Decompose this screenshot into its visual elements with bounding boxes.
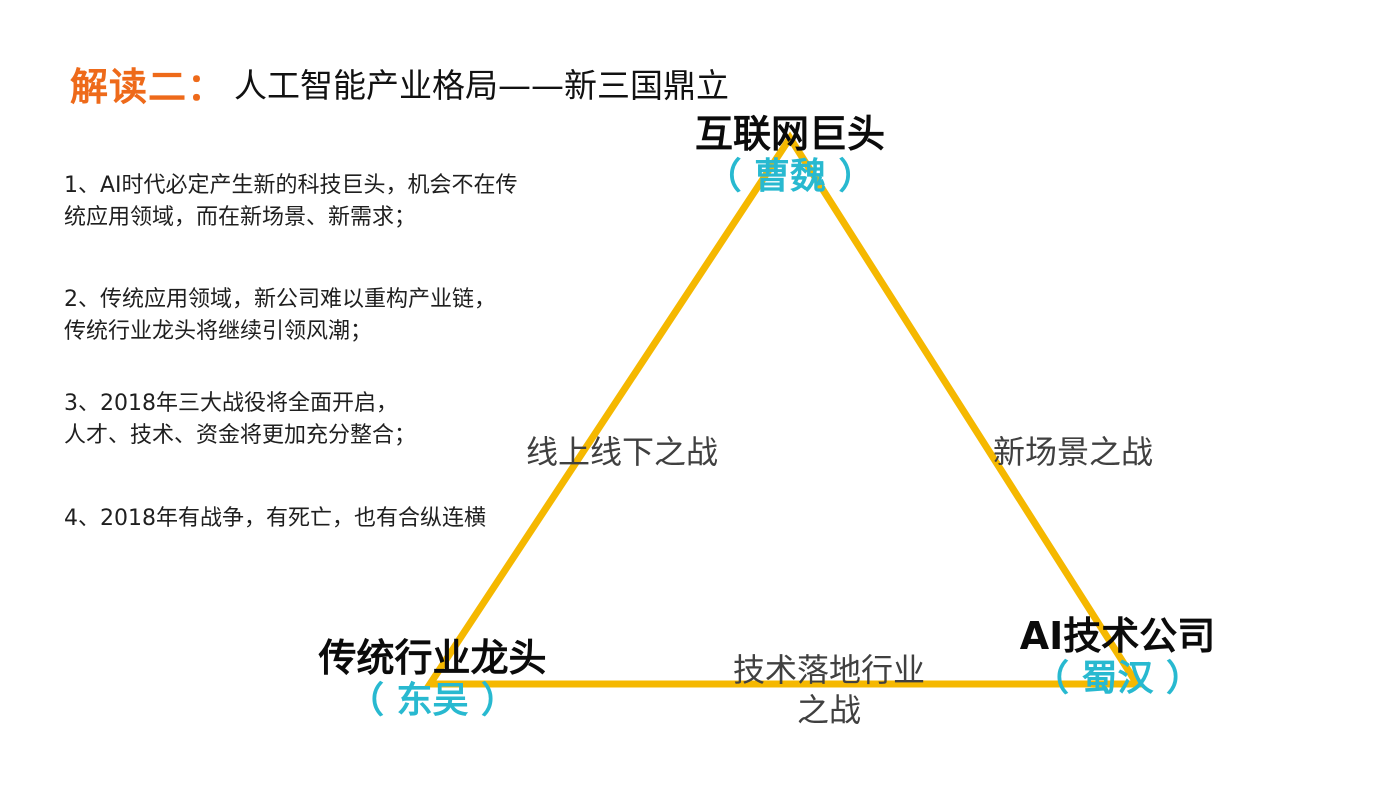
- node-name: 传统行业龙头: [318, 636, 547, 680]
- node-alias: （ 东吴 ）: [347, 680, 518, 721]
- title-main: 人工智能产业格局——新三国鼎立: [234, 66, 730, 105]
- node-ai-companies: AI技术公司 （ 蜀汉 ）: [1005, 614, 1230, 700]
- key-point-line: 2、传统应用领域，新公司难以重构产业链，: [64, 287, 496, 312]
- key-point-1: 1、AI时代必定产生新的科技巨头，机会不在传 统应用领域，而在新场景、新需求；: [64, 170, 518, 234]
- node-name: AI技术公司: [1019, 614, 1216, 658]
- edge-label-bottom: 技术落地行业 之战: [723, 650, 935, 730]
- key-point-line: 人才、技术、资金将更加充分整合；: [64, 423, 417, 448]
- node-internet-giants: 互联网巨头 （ 曹魏 ）: [680, 112, 900, 198]
- node-traditional-leaders: 传统行业龙头 （ 东吴 ）: [300, 636, 565, 722]
- node-alias: （ 蜀汉 ）: [1032, 658, 1203, 699]
- key-point-2: 2、传统应用领域，新公司难以重构产业链， 传统行业龙头将继续引领风潮；: [64, 284, 496, 348]
- title-prefix: 解读二：: [70, 64, 227, 109]
- edge-label-left: 线上线下之战: [526, 433, 719, 471]
- node-alias: （ 曹魏 ）: [705, 156, 875, 197]
- slide-title: 解读二： 人工智能产业格局——新三国鼎立: [70, 58, 730, 109]
- edge-label-right: 新场景之战: [993, 433, 1154, 471]
- key-point-line: 4、2018年有战争，有死亡，也有合纵连横: [64, 506, 486, 531]
- edge-label-bottom-line2: 之战: [796, 691, 861, 729]
- node-name: 互联网巨头: [694, 112, 885, 156]
- key-point-line: 3、2018年三大战役将全面开启，: [64, 391, 398, 416]
- key-point-line: 1、AI时代必定产生新的科技巨头，机会不在传: [64, 173, 518, 198]
- key-point-4: 4、2018年有战争，有死亡，也有合纵连横: [64, 503, 486, 535]
- edge-label-bottom-line1: 技术落地行业: [732, 651, 925, 689]
- key-point-line: 统应用领域，而在新场景、新需求；: [64, 205, 417, 230]
- key-point-line: 传统行业龙头将继续引领风潮；: [64, 319, 373, 344]
- key-point-3: 3、2018年三大战役将全面开启， 人才、技术、资金将更加充分整合；: [64, 388, 416, 452]
- triangle-shape: [423, 131, 1144, 688]
